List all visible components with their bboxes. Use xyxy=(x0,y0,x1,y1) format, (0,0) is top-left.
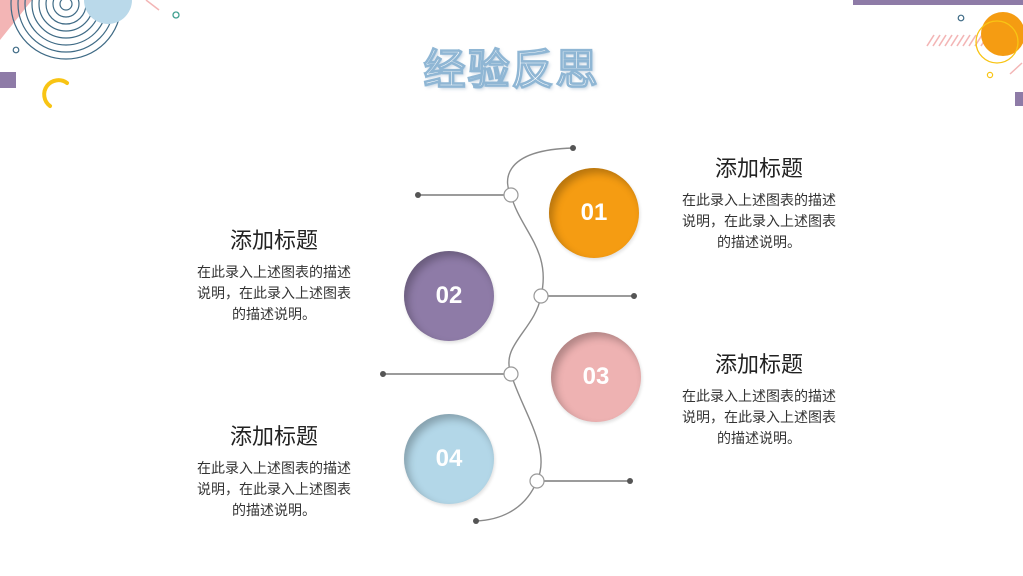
step-number: 01 xyxy=(580,199,608,226)
orange-circle-shape xyxy=(981,12,1023,56)
step-circle-04: 04 xyxy=(404,414,494,504)
page-title: 经验反思 xyxy=(423,44,600,94)
block-description: 在此录入上述图表的描述说明，在此录入上述图表的描述说明。 xyxy=(197,265,351,323)
small-ring-shape xyxy=(12,46,20,54)
step-circle-02: 02 xyxy=(404,251,494,341)
step-number: 02 xyxy=(435,282,463,309)
block-description: 在此录入上述图表的描述说明，在此录入上述图表的描述说明。 xyxy=(682,193,836,251)
text-block-03: 添加标题 在此录入上述图表的描述说明，在此录入上述图表的描述说明。 xyxy=(679,347,839,450)
branch-end-dots xyxy=(380,145,637,524)
purple-bar-shape xyxy=(853,0,1023,5)
small-ring-shape xyxy=(172,11,180,19)
block-description: 在此录入上述图表的描述说明，在此录入上述图表的描述说明。 xyxy=(197,461,351,519)
block-description: 在此录入上述图表的描述说明，在此录入上述图表的描述说明。 xyxy=(682,389,836,447)
step-number: 03 xyxy=(582,363,610,390)
text-block-02: 添加标题 在此录入上述图表的描述说明，在此录入上述图表的描述说明。 xyxy=(194,223,354,326)
step-number: 04 xyxy=(435,445,463,472)
junction-nodes xyxy=(503,187,549,489)
block-heading: 添加标题 xyxy=(229,425,318,450)
blue-circle-shape xyxy=(84,0,132,24)
small-ring-shape xyxy=(957,14,965,22)
yellow-ring-shape xyxy=(975,20,1019,64)
block-heading: 添加标题 xyxy=(229,229,318,254)
pink-triangle-shape xyxy=(0,0,32,40)
yellow-arc-shape xyxy=(42,78,69,108)
step-circle-01: 01 xyxy=(549,168,639,258)
pink-line-shape xyxy=(1009,62,1023,75)
block-heading: 添加标题 xyxy=(714,353,803,378)
purple-square-shape xyxy=(0,72,16,88)
branch-lines xyxy=(383,194,634,482)
small-ring-shape xyxy=(986,71,994,79)
text-block-04: 添加标题 在此录入上述图表的描述说明，在此录入上述图表的描述说明。 xyxy=(194,419,354,522)
pink-line-shape xyxy=(145,0,160,11)
block-heading: 添加标题 xyxy=(714,157,803,182)
purple-square-shape xyxy=(1015,92,1023,106)
text-block-01: 添加标题 在此录入上述图表的描述说明，在此录入上述图表的描述说明。 xyxy=(679,151,839,254)
step-circle-03: 03 xyxy=(551,332,641,422)
